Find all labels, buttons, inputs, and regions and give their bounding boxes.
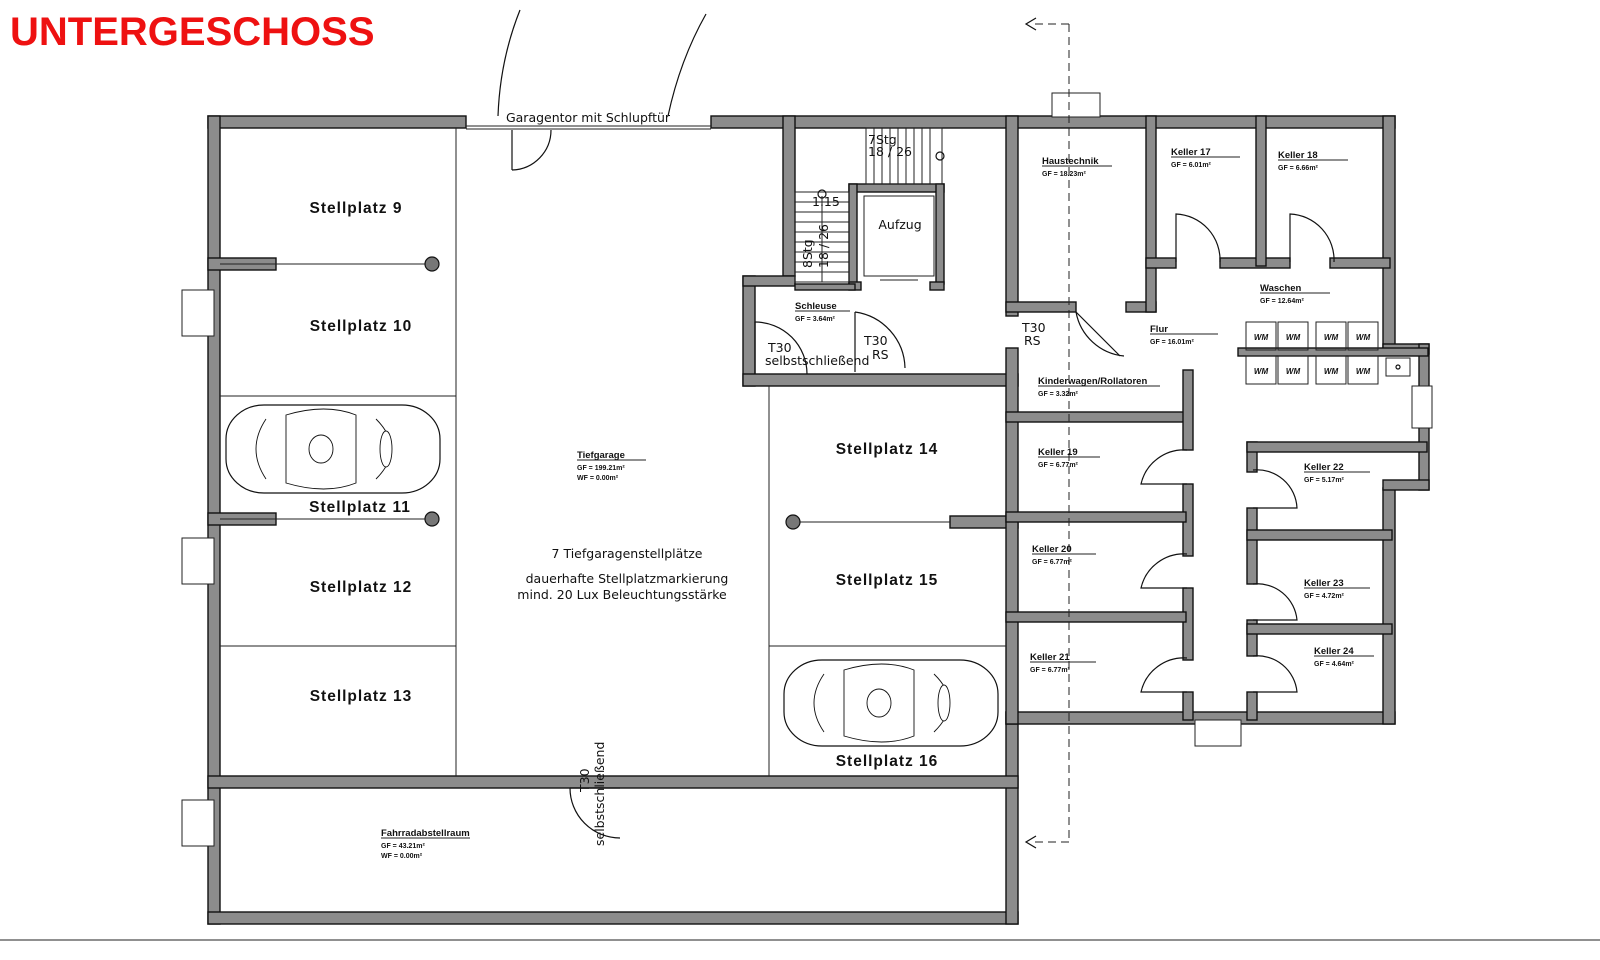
door-t30-label: T30 bbox=[1021, 320, 1046, 335]
svg-text:Fahrradabstellraum: Fahrradabstellraum bbox=[381, 828, 470, 839]
svg-text:Waschen: Waschen bbox=[1260, 283, 1302, 294]
stellplatz-12-label: Stellplatz 12 bbox=[310, 579, 413, 596]
svg-text:GF = 3.32m²: GF = 3.32m² bbox=[1038, 391, 1079, 398]
svg-text:GF = 4.64m²: GF = 4.64m² bbox=[1314, 661, 1355, 668]
wm-label-7: WM bbox=[1324, 367, 1339, 376]
svg-text:GF = 6.77m²: GF = 6.77m² bbox=[1038, 462, 1079, 469]
svg-text:GF = 6.77m²: GF = 6.77m² bbox=[1030, 667, 1071, 674]
room-keller-18: Keller 18 GF = 6.66m² bbox=[1278, 150, 1348, 172]
elevator: Aufzug bbox=[863, 195, 935, 281]
room-schleuse: Schleuse GF = 3.64m² bbox=[795, 301, 850, 323]
car-icon bbox=[225, 404, 441, 494]
stellplatz-15-label: Stellplatz 15 bbox=[836, 572, 939, 589]
wm-label-1: WM bbox=[1254, 333, 1269, 342]
svg-text:Keller 24: Keller 24 bbox=[1314, 646, 1354, 657]
stellplatz-13-label: Stellplatz 13 bbox=[310, 688, 413, 705]
garage-info-line3: mind. 20 Lux Beleuchtungsstärke bbox=[517, 587, 727, 602]
stair-mark: 1.15 bbox=[812, 194, 840, 209]
staircase: 7Stg 18 / 26 1.15 8Stg 18 / 26 bbox=[794, 127, 945, 283]
room-keller-21: Keller 21 GF = 6.77m² bbox=[1030, 652, 1096, 674]
garage-info-line1: 7 Tiefgaragenstellplätze bbox=[552, 546, 703, 561]
room-labels: Tiefgarage GF = 199.21m² WF = 0.00m² Fah… bbox=[381, 147, 1374, 860]
stellplatz-14-label: Stellplatz 14 bbox=[836, 441, 939, 458]
door-t30-label: T30 bbox=[863, 333, 888, 348]
parking-labels: Stellplatz 9 Stellplatz 10 Stellplatz 11… bbox=[309, 200, 939, 770]
room-keller-19: Keller 19 GF = 6.77m² bbox=[1038, 447, 1100, 469]
svg-text:GF = 43.21m²: GF = 43.21m² bbox=[381, 843, 425, 850]
bike-door-t30-label: T30 bbox=[577, 768, 592, 793]
svg-text:GF = 4.72m²: GF = 4.72m² bbox=[1304, 593, 1345, 600]
room-keller-22: Keller 22 GF = 5.17m² bbox=[1304, 462, 1370, 484]
svg-text:Keller 19: Keller 19 bbox=[1038, 447, 1078, 458]
room-keller-23: Keller 23 GF = 4.72m² bbox=[1304, 578, 1370, 600]
room-haustechnik: Haustechnik GF = 18.23m² bbox=[1042, 156, 1112, 178]
room-waschen: Waschen GF = 12.64m² bbox=[1260, 283, 1330, 305]
svg-text:Keller 18: Keller 18 bbox=[1278, 150, 1318, 161]
stair-top-steps: 7Stg bbox=[868, 132, 897, 147]
stellplatz-10-label: Stellplatz 10 bbox=[310, 318, 413, 335]
svg-text:GF = 6.77m²: GF = 6.77m² bbox=[1032, 559, 1073, 566]
stellplatz-16-label: Stellplatz 16 bbox=[836, 753, 939, 770]
room-keller-17: Keller 17 GF = 6.01m² bbox=[1171, 147, 1240, 169]
elevator-label: Aufzug bbox=[878, 217, 921, 232]
door-rs-label: RS bbox=[1024, 333, 1041, 348]
washing-machines: WM WM WM WM WM WM WM WM bbox=[1245, 321, 1411, 385]
stall-lines bbox=[220, 128, 1006, 776]
svg-text:Flur: Flur bbox=[1150, 324, 1168, 335]
door-rs-label: RS bbox=[872, 347, 889, 362]
stair-side-dimension: 18 / 26 bbox=[816, 224, 831, 268]
room-fahrradabstellraum: Fahrradabstellraum GF = 43.21m² WF = 0.0… bbox=[381, 828, 470, 860]
door-labels: T30 RS T30 RS T30 selbstschließend T30 s… bbox=[577, 320, 1046, 846]
svg-text:Keller 21: Keller 21 bbox=[1030, 652, 1070, 663]
doors bbox=[569, 213, 1335, 839]
door-t30-label: T30 bbox=[767, 340, 792, 355]
svg-text:GF = 12.64m²: GF = 12.64m² bbox=[1260, 298, 1304, 305]
svg-text:GF = 199.21m²: GF = 199.21m² bbox=[577, 465, 625, 472]
wm-label-8: WM bbox=[1356, 367, 1371, 376]
inner-walls bbox=[207, 115, 1429, 789]
stair-top-dimension: 18 / 26 bbox=[868, 144, 912, 159]
room-flur: Flur GF = 16.01m² bbox=[1150, 324, 1218, 346]
section-line bbox=[1024, 17, 1070, 849]
garage-gate: Garagentor mit Schlupftür bbox=[466, 9, 711, 171]
svg-text:Keller 20: Keller 20 bbox=[1032, 544, 1072, 555]
svg-text:Keller 23: Keller 23 bbox=[1304, 578, 1344, 589]
svg-text:GF = 6.01m²: GF = 6.01m² bbox=[1171, 162, 1212, 169]
wm-label-2: WM bbox=[1286, 333, 1301, 342]
room-tiefgarage: Tiefgarage GF = 199.21m² WF = 0.00m² bbox=[577, 450, 646, 482]
stellplatz-9-label: Stellplatz 9 bbox=[310, 200, 403, 217]
svg-text:GF = 18.23m²: GF = 18.23m² bbox=[1042, 171, 1086, 178]
svg-text:Tiefgarage: Tiefgarage bbox=[577, 450, 625, 461]
wm-label-5: WM bbox=[1254, 367, 1269, 376]
svg-text:WF = 0.00m²: WF = 0.00m² bbox=[381, 853, 423, 860]
garage-info: 7 Tiefgaragenstellplätze dauerhafte Stel… bbox=[517, 546, 728, 602]
garage-gate-label: Garagentor mit Schlupftür bbox=[506, 110, 671, 125]
outer-walls bbox=[207, 115, 1430, 925]
light-wells bbox=[181, 92, 1433, 847]
garage-info-line2: dauerhafte Stellplatzmarkierung bbox=[526, 571, 729, 586]
wm-label-3: WM bbox=[1324, 333, 1339, 342]
svg-text:Kinderwagen/Rollatoren: Kinderwagen/Rollatoren bbox=[1038, 376, 1147, 387]
bike-door-selbstschliessend-label: selbstschließend bbox=[592, 742, 607, 846]
wm-label-6: WM bbox=[1286, 367, 1301, 376]
plan-title: UNTERGESCHOSS bbox=[10, 10, 375, 54]
svg-text:GF = 5.17m²: GF = 5.17m² bbox=[1304, 477, 1345, 484]
svg-text:Haustechnik: Haustechnik bbox=[1042, 156, 1099, 167]
room-keller-20: Keller 20 GF = 6.77m² bbox=[1032, 544, 1096, 566]
svg-text:GF = 3.64m²: GF = 3.64m² bbox=[795, 316, 836, 323]
stair-side-steps: 8Stg bbox=[800, 239, 815, 268]
svg-text:GF = 6.66m²: GF = 6.66m² bbox=[1278, 165, 1319, 172]
car-icon bbox=[783, 659, 999, 747]
svg-text:Schleuse: Schleuse bbox=[795, 301, 837, 312]
wm-label-4: WM bbox=[1356, 333, 1371, 342]
door-selbstschliessend-label: selbstschließend bbox=[765, 353, 869, 368]
svg-text:WF = 0.00m²: WF = 0.00m² bbox=[577, 475, 619, 482]
svg-text:Keller 22: Keller 22 bbox=[1304, 462, 1344, 473]
stellplatz-11-label: Stellplatz 11 bbox=[309, 499, 411, 516]
room-kinderwagen: Kinderwagen/Rollatoren GF = 3.32m² bbox=[1038, 376, 1160, 398]
room-keller-24: Keller 24 GF = 4.64m² bbox=[1314, 646, 1374, 668]
svg-text:Keller 17: Keller 17 bbox=[1171, 147, 1211, 158]
svg-text:GF = 16.01m²: GF = 16.01m² bbox=[1150, 339, 1194, 346]
